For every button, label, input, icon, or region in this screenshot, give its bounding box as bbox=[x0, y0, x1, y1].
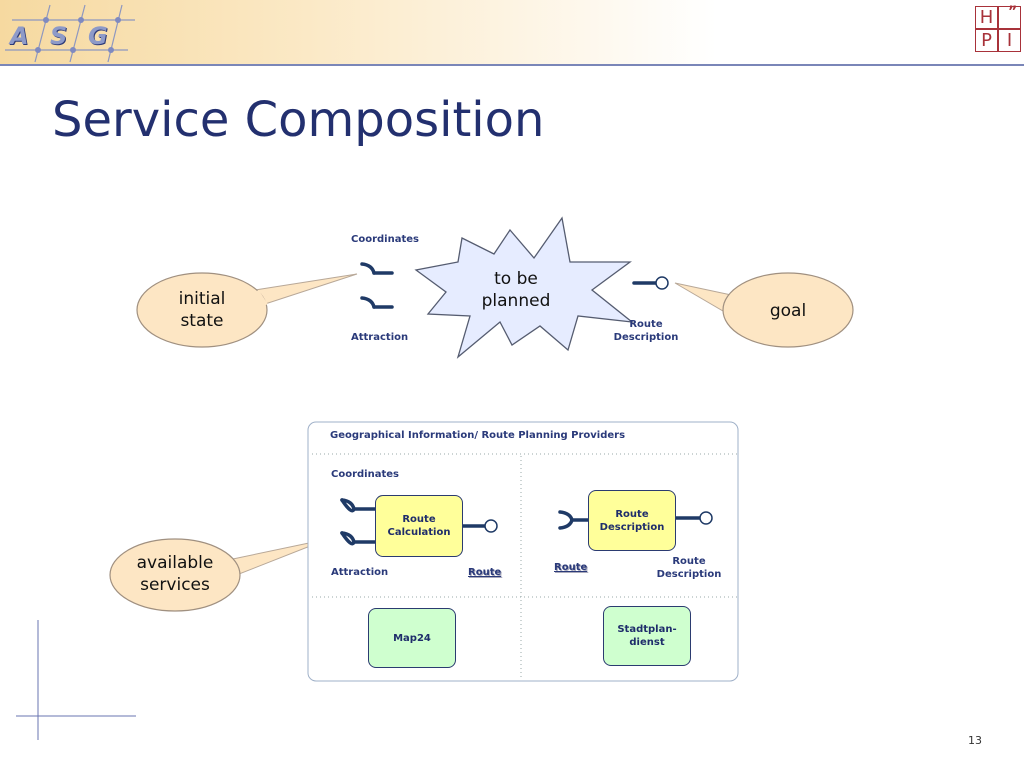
right-output-line1: Route bbox=[672, 556, 706, 567]
hpi-letter-i: I bbox=[999, 30, 1020, 51]
route-description-output-label: Route Description bbox=[606, 318, 686, 344]
goal-bubble bbox=[674, 272, 854, 348]
logo-letter-s: S bbox=[50, 22, 68, 50]
route-description-line2: Description bbox=[613, 332, 679, 343]
logo-letter-g: G bbox=[88, 22, 108, 50]
services-panel-header: Geographical Information/ Route Planning… bbox=[330, 430, 626, 441]
attraction-label: Attraction bbox=[351, 332, 409, 343]
coordinates-label: Coordinates bbox=[351, 234, 419, 245]
to-be-planned-starburst bbox=[414, 216, 635, 359]
logo-letter-a: A bbox=[10, 22, 29, 50]
hpi-logo: H ” P I bbox=[975, 4, 1021, 52]
initial-state-bubble bbox=[136, 272, 358, 348]
page-number: 13 bbox=[968, 734, 982, 747]
initial-state-text: initial state bbox=[147, 288, 257, 332]
route-description-line1: Route bbox=[629, 319, 663, 330]
asg-logo bbox=[0, 0, 140, 64]
right-output-line2: Description bbox=[656, 569, 722, 580]
to-be-planned-line2: planned bbox=[481, 291, 551, 311]
goal-text: goal bbox=[769, 301, 807, 321]
header-divider bbox=[0, 64, 1024, 66]
available-services-bubble bbox=[109, 538, 329, 612]
to-be-planned-line1: to be bbox=[494, 269, 538, 289]
available-services-line2: services bbox=[140, 575, 210, 595]
available-services-text: available services bbox=[118, 552, 232, 596]
hpi-quote-cell: ” bbox=[999, 4, 1020, 28]
right-route-description-output-label: Route Description bbox=[650, 555, 728, 581]
map24-provider-node: Map24 bbox=[368, 608, 456, 668]
stadtplandienst-provider-node: Stadtplan- dienst bbox=[603, 606, 691, 666]
route-calculation-line1: Route bbox=[402, 514, 436, 525]
stadtplandienst-line2: dienst bbox=[629, 637, 665, 648]
left-route-output-label: Route bbox=[468, 567, 502, 578]
stadtplandienst-line1: Stadtplan- bbox=[617, 624, 677, 635]
route-calculation-node: Route Calculation bbox=[375, 495, 463, 557]
route-calculation-line2: Calculation bbox=[387, 527, 451, 538]
right-route-input-label: Route bbox=[554, 562, 588, 573]
required-interface-coordinates-icon bbox=[360, 262, 376, 275]
to-be-planned-text: to be planned bbox=[460, 268, 572, 312]
available-services-line1: available bbox=[136, 553, 214, 573]
initial-state-line1: initial bbox=[178, 289, 226, 309]
route-description-node-line2: Description bbox=[599, 521, 665, 533]
hpi-quote-icon: ” bbox=[1008, 4, 1018, 20]
left-attraction-label: Attraction bbox=[331, 567, 389, 578]
hpi-letter-p: P bbox=[976, 30, 997, 51]
header-band bbox=[0, 0, 1024, 64]
page-title: Service Composition bbox=[52, 92, 545, 148]
left-coordinates-label: Coordinates bbox=[331, 469, 399, 480]
hpi-letter-h: H bbox=[976, 7, 997, 28]
route-description-node: Route Description bbox=[588, 490, 676, 551]
initial-state-line2: state bbox=[180, 311, 224, 331]
route-description-node-line1: Route bbox=[615, 508, 649, 520]
